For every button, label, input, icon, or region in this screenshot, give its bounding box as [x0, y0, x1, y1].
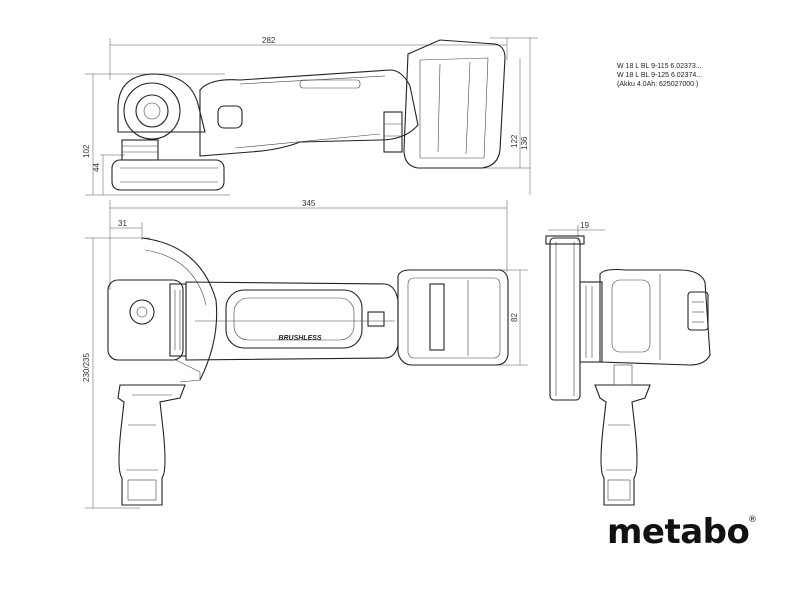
dim-top-height-left: 102 [82, 144, 91, 158]
brand-logo: metabo [607, 512, 750, 552]
dim-top-height-battery: 122 [510, 134, 519, 148]
dim-top-length: 282 [262, 36, 276, 45]
dim-plan-offset: 31 [118, 219, 127, 228]
registered-mark: ® [748, 515, 757, 525]
front-view: 19 [545, 221, 711, 506]
plan-view: 345 31 230/235 82 BRUSHLESS [82, 199, 528, 509]
side-view: 282 102 44 122 136 [82, 36, 538, 196]
dim-plan-length: 345 [302, 199, 316, 208]
dim-front-offset: 19 [580, 221, 589, 230]
dim-top-height-total: 136 [520, 136, 529, 150]
spec-line: W 18 L BL 9-115 6.02373... [617, 63, 702, 70]
spec-line: W 18 L BL 9-125 6.02374... [617, 72, 703, 79]
dim-top-height-inner: 44 [92, 163, 101, 172]
model-spec-block: W 18 L BL 9-115 6.02373... W 18 L BL 9-1… [617, 62, 702, 89]
spec-line: (Akku 4.0Ah: 625027000 ) [617, 81, 699, 88]
dim-battery-width: 82 [510, 313, 519, 322]
dim-plan-width: 230/235 [82, 353, 91, 382]
brushless-label: BRUSHLESS [278, 335, 322, 342]
